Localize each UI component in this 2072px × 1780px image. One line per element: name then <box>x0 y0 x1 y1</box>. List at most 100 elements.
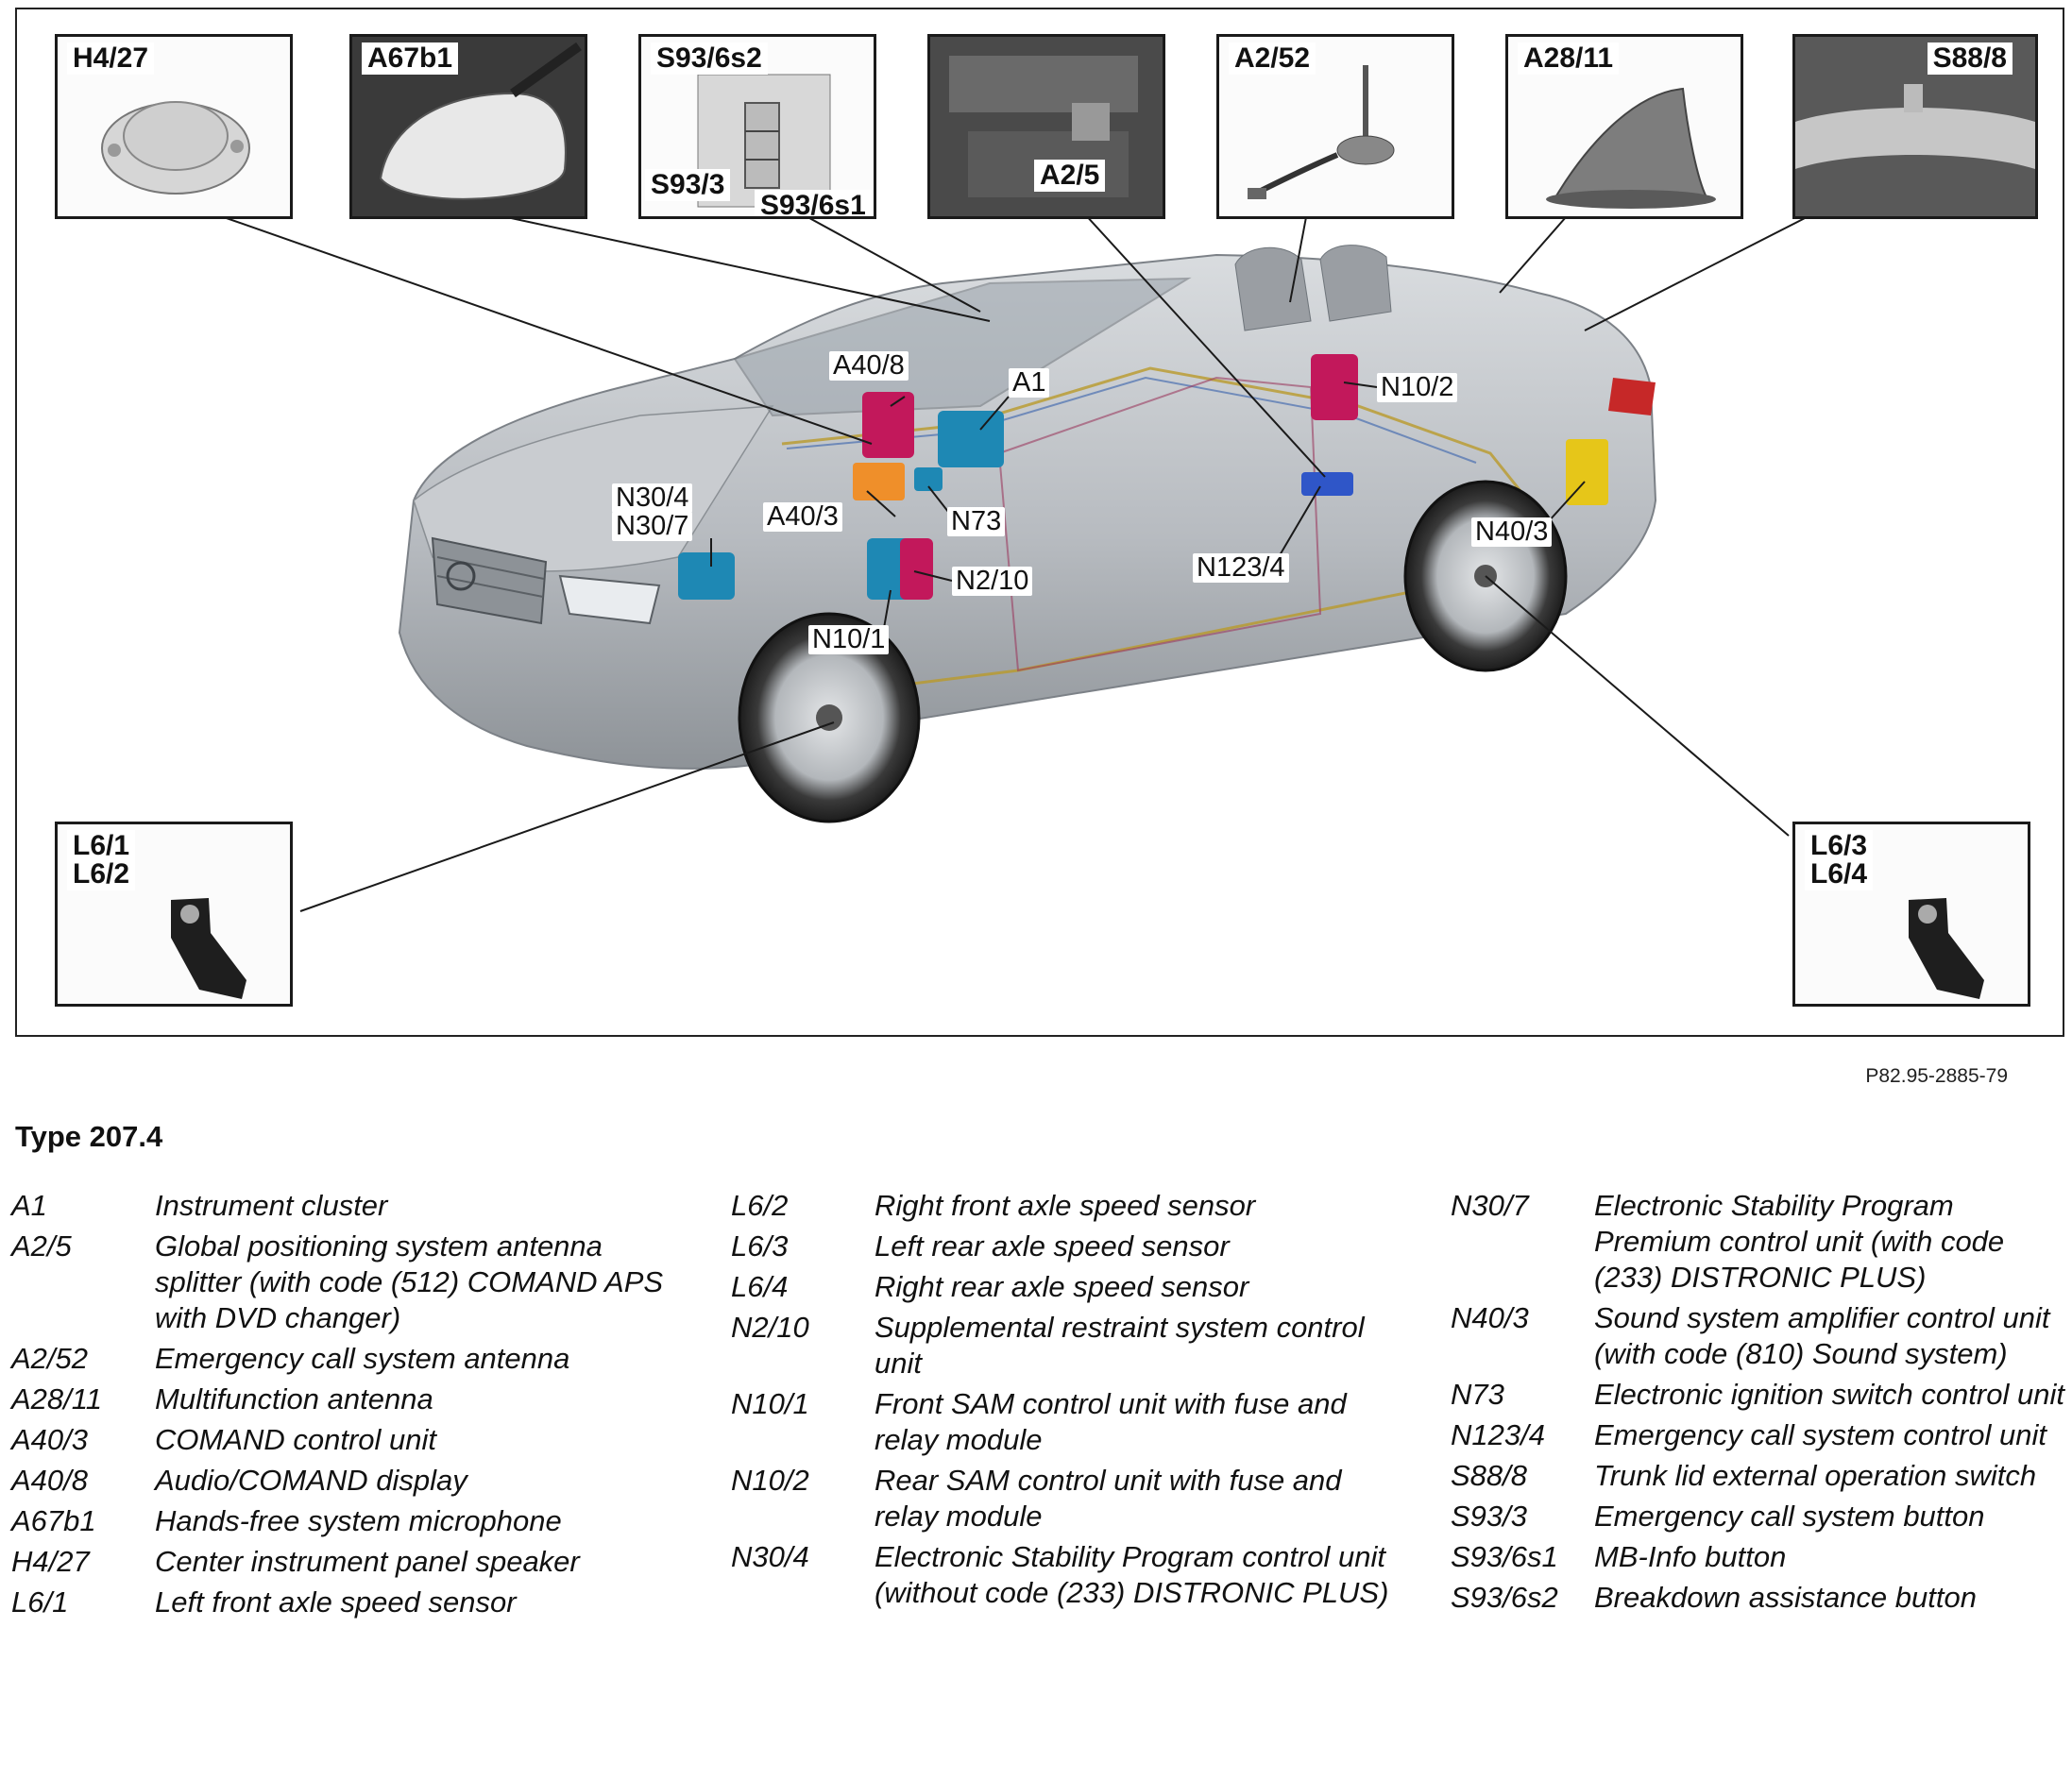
legend-code: N30/4 <box>731 1540 809 1573</box>
legend-code: N30/7 <box>1451 1189 1529 1222</box>
inset-a67b1: A67b1 <box>349 34 587 219</box>
inset-l6-front: L6/1 L6/2 <box>55 822 293 1007</box>
legend-code: L6/4 <box>731 1270 789 1303</box>
legend-description: MB-Info button <box>1594 1540 1787 1573</box>
legend-description: Emergency call system antenna <box>155 1342 570 1375</box>
legend-code: S93/6s1 <box>1451 1540 1558 1573</box>
legend-description: Electronic Stability Program control uni… <box>875 1540 1389 1609</box>
inset-label-l6-1: L6/1 <box>67 830 136 862</box>
legend-row: N73 Electronic ignition switch control un… <box>1451 1377 2064 1413</box>
inset-a2-52: A2/52 <box>1216 34 1454 219</box>
inset-a2-5: A2/5 <box>927 34 1165 219</box>
inset-s88-8: S88/8 <box>1792 34 2038 219</box>
legend-row: A40/8 Audio/COMAND display <box>11 1463 672 1499</box>
n40-3-marker <box>1566 439 1608 505</box>
legend-row: L6/4 Right rear axle speed sensor <box>731 1269 1392 1305</box>
legend-code: S93/3 <box>1451 1500 1528 1533</box>
legend-description: Supplemental restraint system control un… <box>875 1311 1365 1380</box>
legend-description: Instrument cluster <box>155 1189 388 1222</box>
legend-row: A2/52 Emergency call system antenna <box>11 1341 672 1377</box>
legend-code: A67b1 <box>11 1504 96 1537</box>
component-markers <box>678 354 1608 600</box>
legend-row: N2/10 Supplemental restraint system contr… <box>731 1310 1392 1382</box>
legend-description: Breakdown assistance button <box>1594 1581 1977 1614</box>
callout-n123-4: N123/4 <box>1193 553 1289 583</box>
callout-a1: A1 <box>1009 368 1050 398</box>
callout-a40-8: A40/8 <box>829 351 909 381</box>
inset-label: A28/11 <box>1518 42 1620 75</box>
mirror-icon <box>379 42 582 200</box>
legend-description: Right rear axle speed sensor <box>875 1270 1249 1303</box>
legend-row: N30/7 Electronic Stability Program Premiu… <box>1451 1188 2064 1296</box>
inset-label-s93-6s2: S93/6s2 <box>651 42 768 75</box>
legend-description: Electronic ignition switch control unit <box>1594 1378 2064 1411</box>
legend-code: N2/10 <box>731 1311 809 1344</box>
callout-n30-7: N30/7 <box>612 512 693 541</box>
legend-row: A40/3 COMAND control unit <box>11 1422 672 1458</box>
inset-label: S88/8 <box>1927 42 2013 75</box>
callout-a40-3: A40/3 <box>763 502 842 532</box>
callout-n2-10: N2/10 <box>952 567 1033 596</box>
inset-label: A67b1 <box>362 42 459 75</box>
a40-8-marker <box>862 392 914 458</box>
speed-sensor-icon <box>171 898 246 999</box>
legend-code: A40/8 <box>11 1464 89 1497</box>
document-number: P82.95-2885-79 <box>1865 1065 2008 1087</box>
legend-description: Global positioning system antenna splitt… <box>155 1229 664 1334</box>
callout-n30-4: N30/4 <box>612 483 693 513</box>
inset-h4-27: H4/27 <box>55 34 293 219</box>
inset-label: H4/27 <box>67 42 155 75</box>
callout-n10-2: N10/2 <box>1377 373 1458 402</box>
legend-row: A67b1 Hands-free system microphone <box>11 1503 672 1539</box>
legend-code: A2/5 <box>11 1229 72 1263</box>
a1-marker <box>938 411 1004 467</box>
inset-a28-11: A28/11 <box>1505 34 1743 219</box>
callout-n10-1: N10/1 <box>808 625 890 654</box>
legend-row: A1 Instrument cluster <box>11 1188 672 1224</box>
legend-description: COMAND control unit <box>155 1423 437 1456</box>
legend-code: N10/2 <box>731 1464 809 1497</box>
speed-sensor-icon <box>1909 898 1984 999</box>
legend-code: A2/52 <box>11 1342 89 1375</box>
legend-column-3: N30/7 Electronic Stability Program Premiu… <box>1451 1188 2064 1620</box>
n2-10-magenta-marker <box>900 538 933 600</box>
legend-code: A40/3 <box>11 1423 89 1456</box>
inset-s93-buttons: S93/6s2 S93/3 S93/6s1 <box>638 34 876 219</box>
legend-code: L6/3 <box>731 1229 789 1263</box>
speaker-icon <box>101 101 250 195</box>
inset-label-s93-3: S93/3 <box>645 169 731 201</box>
legend-description: Left rear axle speed sensor <box>875 1229 1230 1263</box>
car-illustration <box>220 202 1808 912</box>
legend-description: Trunk lid external operation switch <box>1594 1459 2037 1492</box>
legend-row: A2/5 Global positioning system antenna sp… <box>11 1229 672 1336</box>
inset-label-s93-6s1: S93/6s1 <box>755 190 872 216</box>
n10-2-marker <box>1311 354 1358 420</box>
legend-code: L6/2 <box>731 1189 789 1222</box>
legend-code: A1 <box>11 1189 47 1222</box>
inset-label-l6-3: L6/3 <box>1805 830 1874 862</box>
inset-label-l6-2: L6/2 <box>67 858 136 890</box>
legend-description: Emergency call system button <box>1594 1500 1985 1533</box>
legend-code: S93/6s2 <box>1451 1581 1558 1614</box>
legend-description: Electronic Stability Program Premium con… <box>1594 1189 2005 1294</box>
legend-description: Hands-free system microphone <box>155 1504 562 1537</box>
legend-description: Sound system amplifier control unit (wit… <box>1594 1301 2050 1370</box>
shark-fin-antenna-icon <box>1546 87 1716 209</box>
callout-n73: N73 <box>947 507 1006 536</box>
legend-code: N73 <box>1451 1378 1504 1411</box>
legend-code: N123/4 <box>1451 1418 1545 1451</box>
legend-code: S88/8 <box>1451 1459 1528 1492</box>
n30-marker <box>678 552 735 600</box>
legend-description: Audio/COMAND display <box>155 1464 467 1497</box>
legend-code: A28/11 <box>11 1382 102 1416</box>
inset-l6-rear: L6/3 L6/4 <box>1792 822 2030 1007</box>
car-body <box>398 245 1657 823</box>
legend-description: Rear SAM control unit with fuse and rela… <box>875 1464 1342 1533</box>
